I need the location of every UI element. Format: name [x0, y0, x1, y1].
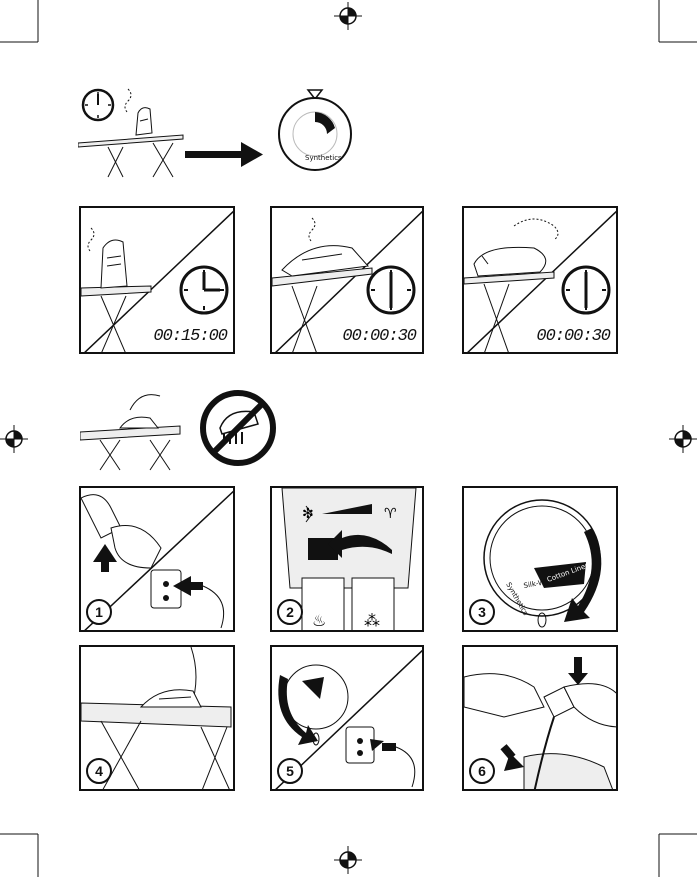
temperature-dial-icon: Synthetics	[275, 88, 355, 173]
panel-step-4-iron-upright: 4	[79, 645, 235, 791]
registration-crosshair-icon	[334, 846, 362, 874]
svg-text:✻: ✻	[302, 506, 314, 522]
panel-step-2-steam-off: ✻ ♈ ♨ ⁂ 2	[270, 486, 424, 632]
step-number: 1	[86, 599, 112, 625]
registration-crosshair-icon	[334, 2, 362, 30]
prohibited-icon	[198, 388, 278, 468]
panel-step-3-dial-min: Synthetics Silk-Wool Cotton Linen 3	[462, 486, 618, 632]
clock-icon	[368, 267, 414, 313]
clock-icon	[83, 90, 113, 120]
iron-on-board-illustration	[78, 85, 198, 180]
svg-text:♈: ♈	[384, 506, 397, 522]
svg-text:♨: ♨	[312, 611, 326, 630]
timer-display: 00:00:30	[342, 327, 416, 346]
clock-icon	[181, 267, 227, 313]
timer-display: 00:15:00	[153, 327, 227, 346]
arrow-right-icon	[185, 140, 265, 170]
panel-iron-tilted-timer: 00:00:30	[270, 206, 424, 354]
step-number: 3	[469, 599, 495, 625]
registration-crosshair-icon	[669, 425, 697, 453]
panel-step-1-unplug: 1	[79, 486, 235, 632]
iron-on-board-illustration	[80, 390, 190, 472]
panel-iron-upright-timer: 00:15:00	[79, 206, 235, 354]
step-number: 2	[277, 599, 303, 625]
step-number: 6	[469, 758, 495, 784]
timer-display: 00:00:30	[536, 327, 610, 346]
step-number: 5	[277, 758, 303, 784]
registration-crosshair-icon	[0, 425, 28, 453]
panel-step-6-unplug-cord: 6	[462, 645, 618, 791]
panel-iron-flat-timer: 00:00:30	[462, 206, 618, 354]
svg-text:Synthetics: Synthetics	[305, 154, 342, 162]
clock-icon	[563, 267, 609, 313]
step-number: 4	[86, 758, 112, 784]
panel-step-5-dial-unplug: 5	[270, 645, 424, 791]
svg-text:⁂: ⁂	[364, 611, 380, 630]
